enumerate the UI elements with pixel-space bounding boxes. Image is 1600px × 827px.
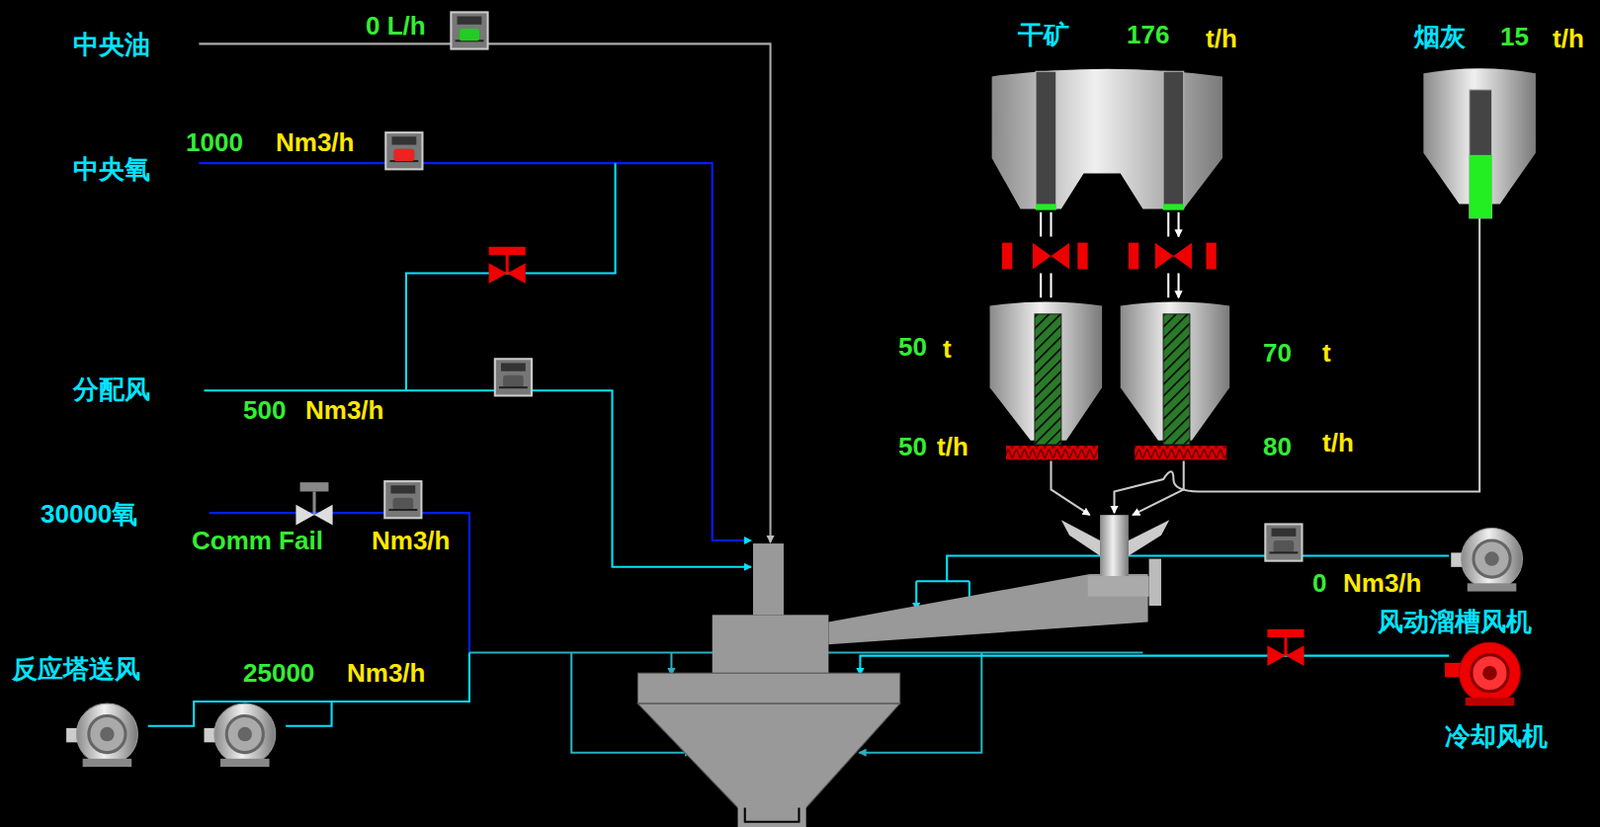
unit: t/h [1550,24,1587,54]
flow-value: 0 L/h [363,11,428,41]
material-name: 烟灰 [1412,22,1468,52]
unit: Nm3/h [1341,569,1424,598]
unit: t/h [1203,24,1240,54]
status-text: Comm Fail [189,526,326,556]
unit: Nm3/h [369,526,452,556]
unit: t/h [1320,428,1356,458]
material-name: 干矿 [1015,20,1072,50]
line-name: 30000氧 [38,500,140,529]
flow-value: 50 [896,432,929,462]
unit: t/h [934,432,971,462]
line-name: 中央油 [71,30,153,60]
flow-value: 1000 [183,128,246,158]
unit: t [940,335,954,364]
unit: Nm3/h [344,659,427,688]
line-name: 分配风 [71,375,153,405]
flow-value: 15 [1498,22,1531,52]
line-name: 中央氧 [71,155,153,184]
flow-value: 80 [1261,432,1294,462]
equipment-name: 冷却风机 [1442,722,1550,752]
flow-value: 176 [1124,20,1172,50]
weight-value: 70 [1261,338,1294,368]
flow-value: 0 [1310,569,1329,598]
weight-value: 50 [896,333,929,362]
unit: t [1320,338,1334,368]
flow-value: 25000 [241,659,317,688]
unit: Nm3/h [273,128,356,158]
unit: Nm3/h [303,396,386,425]
equipment-name: 风动溜槽风机 [1375,607,1534,637]
line-name: 反应塔送风 [9,655,143,684]
flow-value: 500 [241,396,288,425]
